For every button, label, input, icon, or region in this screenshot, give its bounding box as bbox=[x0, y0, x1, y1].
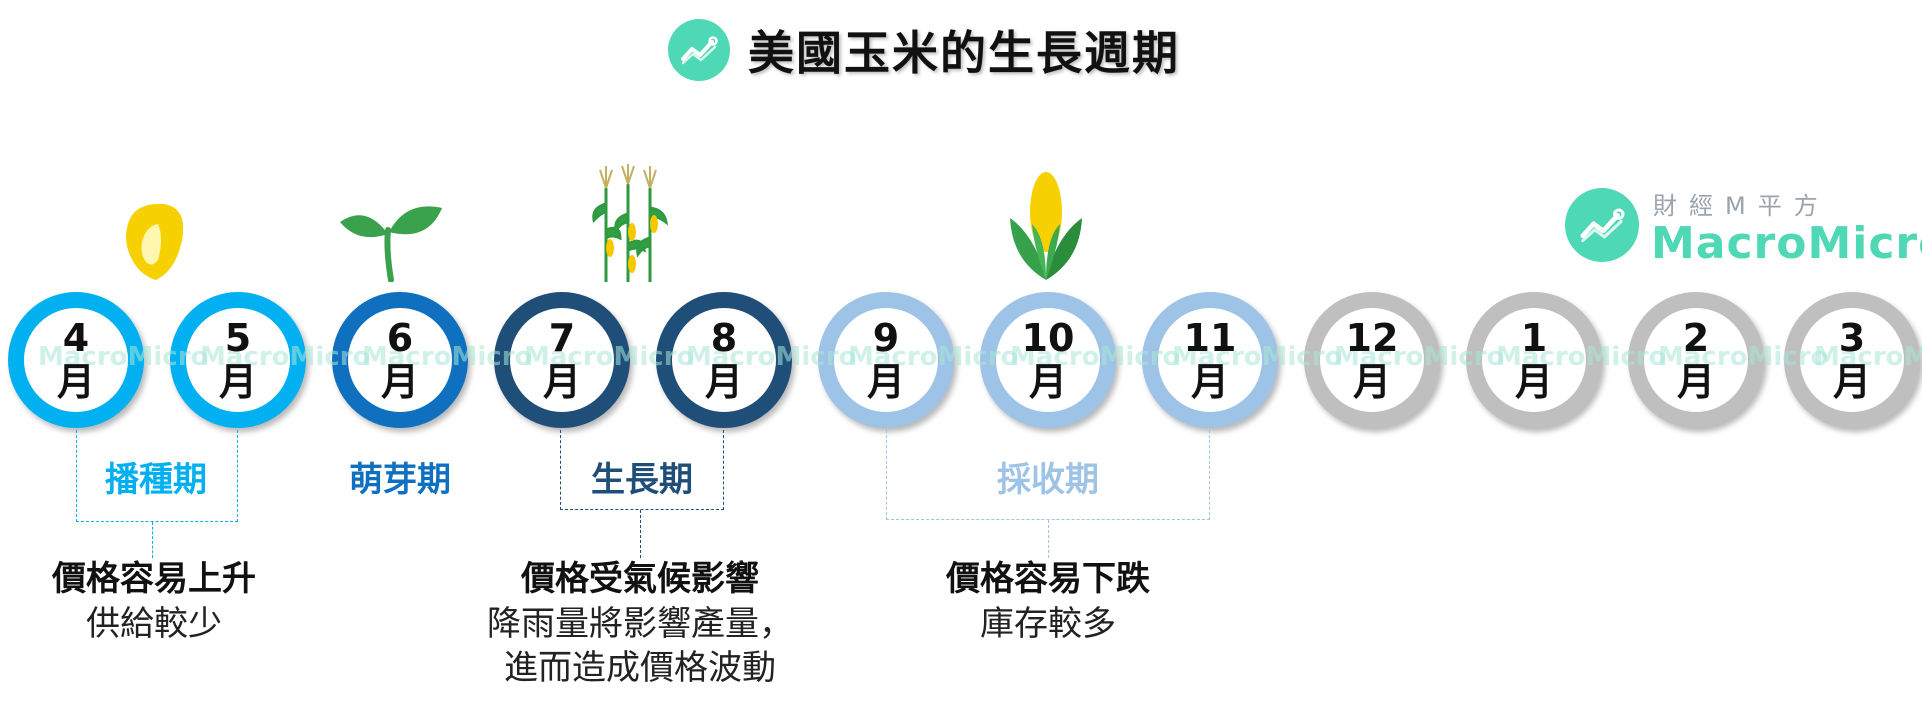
sowing-bracket bbox=[76, 430, 238, 522]
note-growth: 價格受氣候影響 降雨量將影響產量， 進而造成價格波動 bbox=[470, 556, 810, 690]
sowing-connector bbox=[152, 522, 153, 558]
sprout-icon bbox=[340, 206, 442, 282]
stage-label-harvest: 採收期 bbox=[997, 460, 1099, 500]
note-body-line: 進而造成價格波動 bbox=[504, 648, 776, 688]
watermark-logo: MacroMicro bbox=[200, 342, 371, 372]
watermark-logo: MacroMicro bbox=[686, 342, 857, 372]
note-body-line: 降雨量將影響產量， bbox=[487, 604, 793, 644]
page-title: 美國玉米的生長週期 bbox=[748, 26, 1180, 80]
watermark-logo: MacroMicro bbox=[1814, 342, 1922, 372]
corn-kernel-icon bbox=[126, 203, 184, 280]
title-bar: 美國玉米的生長週期 bbox=[668, 18, 1180, 82]
note-body-line: 供給較少 bbox=[86, 604, 222, 644]
stage-label-sowing: 播種期 bbox=[105, 460, 207, 500]
watermark-logo: MacroMicro bbox=[1010, 342, 1181, 372]
brand-name-en: MacroMicro bbox=[1651, 218, 1922, 269]
growth-connector bbox=[640, 510, 641, 558]
note-body-line: 庫存較多 bbox=[980, 604, 1116, 644]
watermark-logo: MacroMicro bbox=[1172, 342, 1343, 372]
note-harvest: 價格容易下跌 庫存較多 bbox=[920, 556, 1176, 646]
macromicro-chart-icon bbox=[668, 19, 730, 81]
watermark-logo: MacroMicro bbox=[1658, 342, 1829, 372]
note-headline: 價格容易上升 bbox=[52, 559, 256, 599]
growth-bracket bbox=[560, 430, 724, 510]
watermark-logo: MacroMicro bbox=[1496, 342, 1667, 372]
corn-cob-icon bbox=[1010, 172, 1082, 280]
watermark-logo: MacroMicro bbox=[362, 342, 533, 372]
note-headline: 價格受氣候影響 bbox=[521, 559, 759, 599]
stage-label-growth: 生長期 bbox=[591, 460, 693, 500]
note-headline: 價格容易下跌 bbox=[946, 559, 1150, 599]
harvest-bracket bbox=[886, 430, 1210, 520]
brand-name-cn: 財經M平方 bbox=[1653, 192, 1830, 220]
stage-label-germination: 萌芽期 bbox=[349, 460, 451, 500]
brand-logo-block: 財經M平方 MacroMicro bbox=[1565, 186, 1922, 269]
macromicro-logo-icon bbox=[1565, 188, 1639, 262]
watermark-logo: MacroMicro bbox=[848, 342, 1019, 372]
watermark-logo: MacroMicro bbox=[524, 342, 695, 372]
watermark-logo: MacroMicro bbox=[38, 342, 209, 372]
corn-stalks-icon bbox=[592, 164, 669, 282]
note-sowing: 價格容易上升 供給較少 bbox=[30, 556, 278, 646]
harvest-connector bbox=[1048, 520, 1049, 558]
watermark-logo: MacroMicro bbox=[1334, 342, 1505, 372]
